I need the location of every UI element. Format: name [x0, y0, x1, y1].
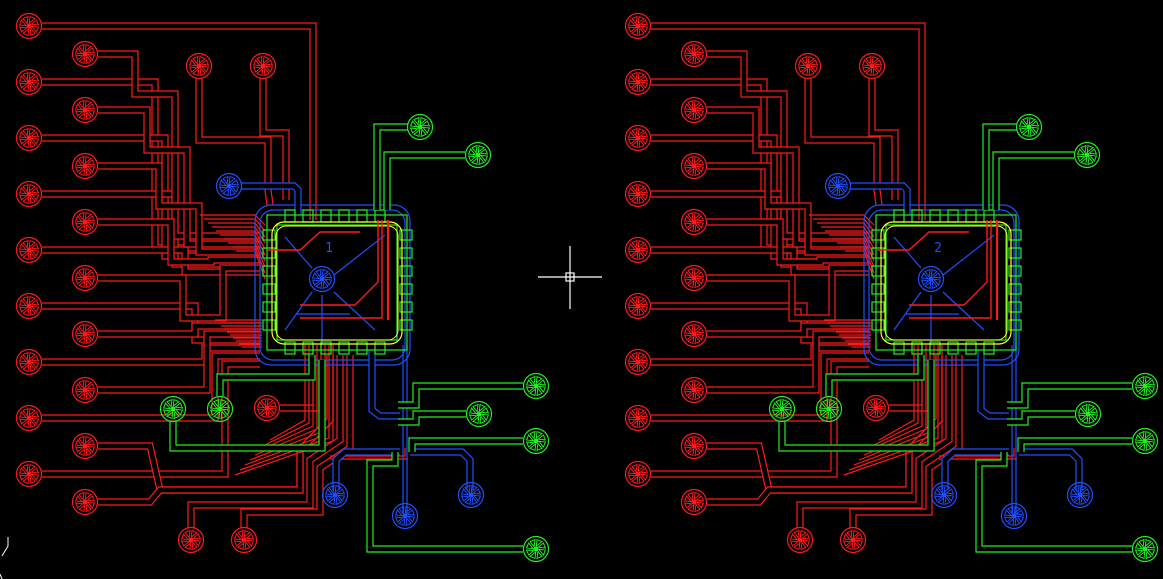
blue-pad[interactable]	[1066, 481, 1094, 509]
blue-pad[interactable]	[1000, 502, 1028, 530]
red-pad[interactable]	[71, 96, 99, 124]
green-layer-group	[768, 113, 1159, 563]
red-pad[interactable]	[15, 180, 43, 208]
red-pad[interactable]	[249, 52, 277, 80]
red-pad[interactable]	[15, 460, 43, 488]
red-pad[interactable]	[15, 236, 43, 264]
green-pad[interactable]	[1131, 427, 1159, 455]
red-pad[interactable]	[624, 124, 652, 152]
red-pad[interactable]	[185, 52, 213, 80]
red-pad[interactable]	[624, 68, 652, 96]
red-pad[interactable]	[71, 432, 99, 460]
crosshair-cursor	[538, 246, 602, 309]
design-1[interactable]: 1	[15, 12, 550, 563]
red-pad[interactable]	[680, 264, 708, 292]
blue-pad[interactable]	[930, 481, 958, 509]
red-pad[interactable]	[858, 52, 886, 80]
blue-pad[interactable]	[824, 172, 852, 200]
red-pad[interactable]	[786, 526, 814, 554]
design-2[interactable]: 2	[624, 12, 1159, 563]
blue-pad[interactable]	[391, 502, 419, 530]
red-pad[interactable]	[680, 208, 708, 236]
green-pad[interactable]	[406, 113, 434, 141]
red-pad[interactable]	[794, 52, 822, 80]
red-pad[interactable]	[624, 348, 652, 376]
crosshair-box	[565, 272, 575, 282]
red-pad[interactable]	[624, 180, 652, 208]
red-pad[interactable]	[680, 320, 708, 348]
red-pad[interactable]	[680, 152, 708, 180]
green-pad[interactable]	[1074, 400, 1102, 428]
blue-layer-group	[824, 172, 1094, 530]
red-pad[interactable]	[15, 12, 43, 40]
red-pad[interactable]	[15, 124, 43, 152]
yellow-layer-group	[271, 221, 403, 345]
partial-arc-fragment	[0, 537, 9, 579]
green-pad[interactable]	[522, 427, 550, 455]
red-pad[interactable]	[624, 236, 652, 264]
green-pad[interactable]	[1015, 113, 1043, 141]
design-label: 2	[934, 241, 942, 256]
green-pad[interactable]	[465, 400, 493, 428]
red-pad[interactable]	[71, 488, 99, 516]
red-pad[interactable]	[71, 264, 99, 292]
red-pad[interactable]	[624, 12, 652, 40]
green-pad[interactable]	[1131, 372, 1159, 400]
red-pad[interactable]	[230, 526, 258, 554]
red-pad[interactable]	[624, 292, 652, 320]
green-pad[interactable]	[768, 395, 796, 423]
red-pad[interactable]	[624, 404, 652, 432]
red-pad[interactable]	[839, 526, 867, 554]
red-pad[interactable]	[680, 96, 708, 124]
red-pad[interactable]	[71, 376, 99, 404]
red-pad[interactable]	[71, 208, 99, 236]
red-pad[interactable]	[862, 394, 890, 422]
design-label: 1	[325, 241, 333, 256]
green-pad[interactable]	[1073, 141, 1101, 169]
yellow-layer-group	[880, 221, 1012, 345]
red-pad[interactable]	[15, 68, 43, 96]
green-pad[interactable]	[522, 372, 550, 400]
red-pad[interactable]	[71, 40, 99, 68]
blue-layer-group	[215, 172, 485, 530]
blue-pad[interactable]	[215, 172, 243, 200]
green-pad[interactable]	[206, 395, 234, 423]
green-pad[interactable]	[464, 141, 492, 169]
red-pad[interactable]	[71, 320, 99, 348]
red-pad[interactable]	[680, 376, 708, 404]
green-layer-group	[159, 113, 550, 563]
blue-pad[interactable]	[321, 481, 349, 509]
blue-center-pad[interactable]	[308, 265, 336, 293]
green-pad[interactable]	[159, 395, 187, 423]
green-pad[interactable]	[815, 395, 843, 423]
red-pad[interactable]	[15, 348, 43, 376]
blue-center-pad[interactable]	[917, 265, 945, 293]
red-pad[interactable]	[253, 394, 281, 422]
red-pad[interactable]	[15, 292, 43, 320]
red-pad[interactable]	[680, 488, 708, 516]
blue-pad[interactable]	[457, 481, 485, 509]
green-pad[interactable]	[522, 535, 550, 563]
red-pad[interactable]	[680, 40, 708, 68]
red-pad[interactable]	[15, 404, 43, 432]
red-pad[interactable]	[680, 432, 708, 460]
green-pad[interactable]	[1131, 535, 1159, 563]
red-pad[interactable]	[177, 526, 205, 554]
red-pad[interactable]	[71, 152, 99, 180]
red-pad[interactable]	[624, 460, 652, 488]
